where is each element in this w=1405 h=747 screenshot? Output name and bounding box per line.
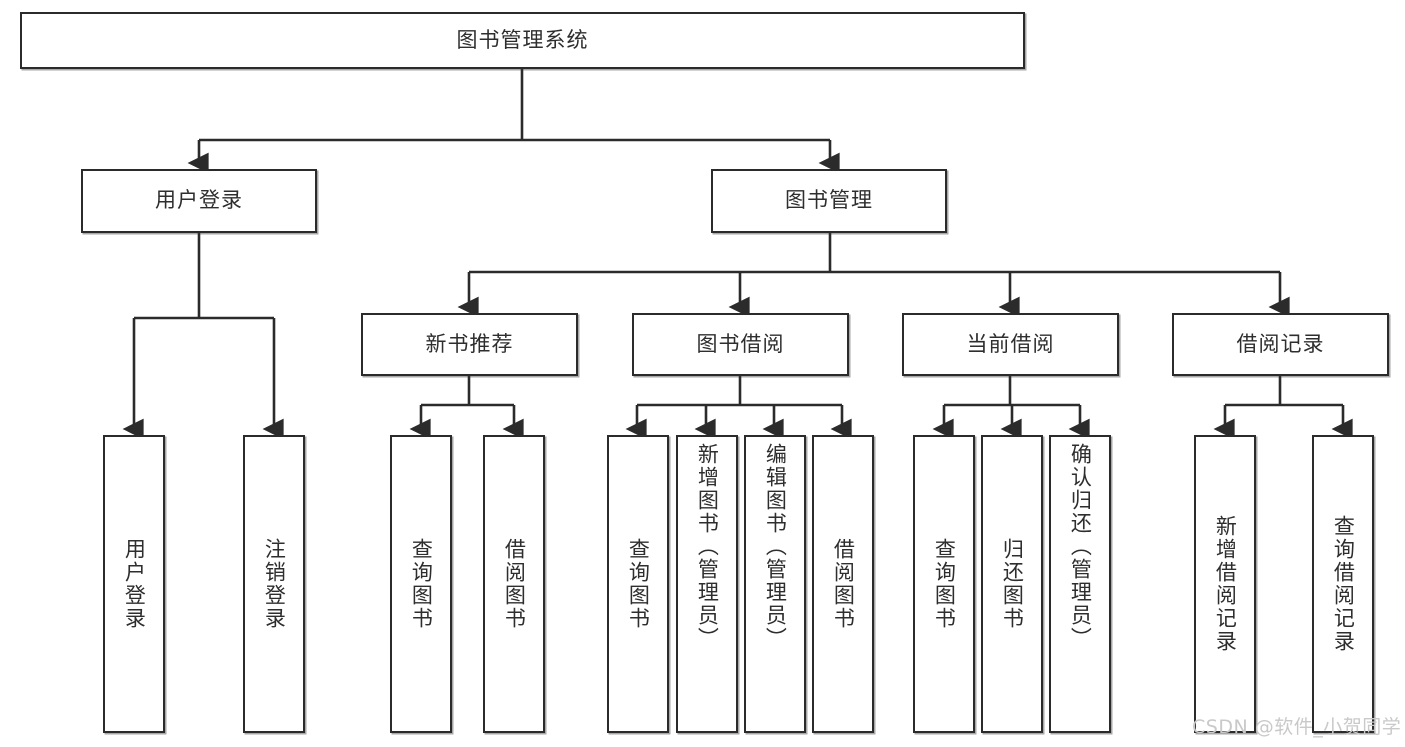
- csdn-watermark: CSDN @软件_小贺同学: [1192, 716, 1402, 738]
- node-root-library-system[interactable]: 图书管理系统: [20, 12, 1025, 69]
- node-label: 新书推荐: [425, 331, 514, 356]
- node-book-management[interactable]: 图书管理: [711, 169, 947, 233]
- leaf-borrow-query-book[interactable]: 查询图书: [607, 435, 669, 733]
- node-book-borrow[interactable]: 图书借阅: [632, 313, 849, 376]
- node-label: 归还图书: [1000, 538, 1025, 630]
- node-label: 查询借阅记录: [1331, 515, 1356, 653]
- node-borrow-record[interactable]: 借阅记录: [1172, 313, 1389, 376]
- node-label: 查询图书: [626, 538, 651, 630]
- node-label: 借阅图书: [831, 538, 856, 630]
- leaf-user-login-login[interactable]: 用户登录: [103, 435, 165, 733]
- leaf-user-login-logout[interactable]: 注销登录: [243, 435, 305, 733]
- node-label: 查询图书: [409, 538, 434, 630]
- leaf-borrow-borrow-book[interactable]: 借阅图书: [812, 435, 874, 733]
- leaf-record-add-record[interactable]: 新增借阅记录: [1194, 435, 1256, 733]
- leaf-current-query-book[interactable]: 查询图书: [913, 435, 975, 733]
- node-label: 图书管理: [785, 188, 873, 213]
- leaf-recommend-borrow-book[interactable]: 借阅图书: [483, 435, 545, 733]
- node-label: 用户登录: [155, 188, 243, 213]
- node-current-borrow[interactable]: 当前借阅: [902, 313, 1119, 376]
- leaf-current-return-book[interactable]: 归还图书: [981, 435, 1043, 733]
- leaf-recommend-query-book[interactable]: 查询图书: [390, 435, 452, 733]
- node-label: 借阅记录: [1236, 331, 1325, 356]
- node-user-login[interactable]: 用户登录: [81, 169, 317, 233]
- node-label: 借阅图书: [502, 538, 527, 630]
- leaf-record-query-record[interactable]: 查询借阅记录: [1312, 435, 1374, 733]
- node-label: 当前借阅: [966, 331, 1055, 356]
- node-label: 查询图书: [932, 538, 957, 630]
- node-label: 确认归还（管理员）: [1068, 443, 1093, 650]
- node-label: 编辑图书（管理员）: [763, 443, 788, 650]
- node-label: 用户登录: [122, 538, 147, 630]
- node-label: 图书借阅: [696, 331, 785, 356]
- leaf-borrow-edit-book-admin[interactable]: 编辑图书（管理员）: [744, 435, 806, 733]
- node-label: 注销登录: [262, 538, 287, 630]
- node-new-book-recommend[interactable]: 新书推荐: [361, 313, 578, 376]
- leaf-borrow-add-book-admin[interactable]: 新增图书（管理员）: [676, 435, 738, 733]
- node-label: 图书管理系统: [456, 27, 589, 52]
- leaf-current-confirm-return-admin[interactable]: 确认归还（管理员）: [1049, 435, 1111, 733]
- node-label: 新增图书（管理员）: [695, 443, 720, 650]
- node-label: 新增借阅记录: [1213, 515, 1238, 653]
